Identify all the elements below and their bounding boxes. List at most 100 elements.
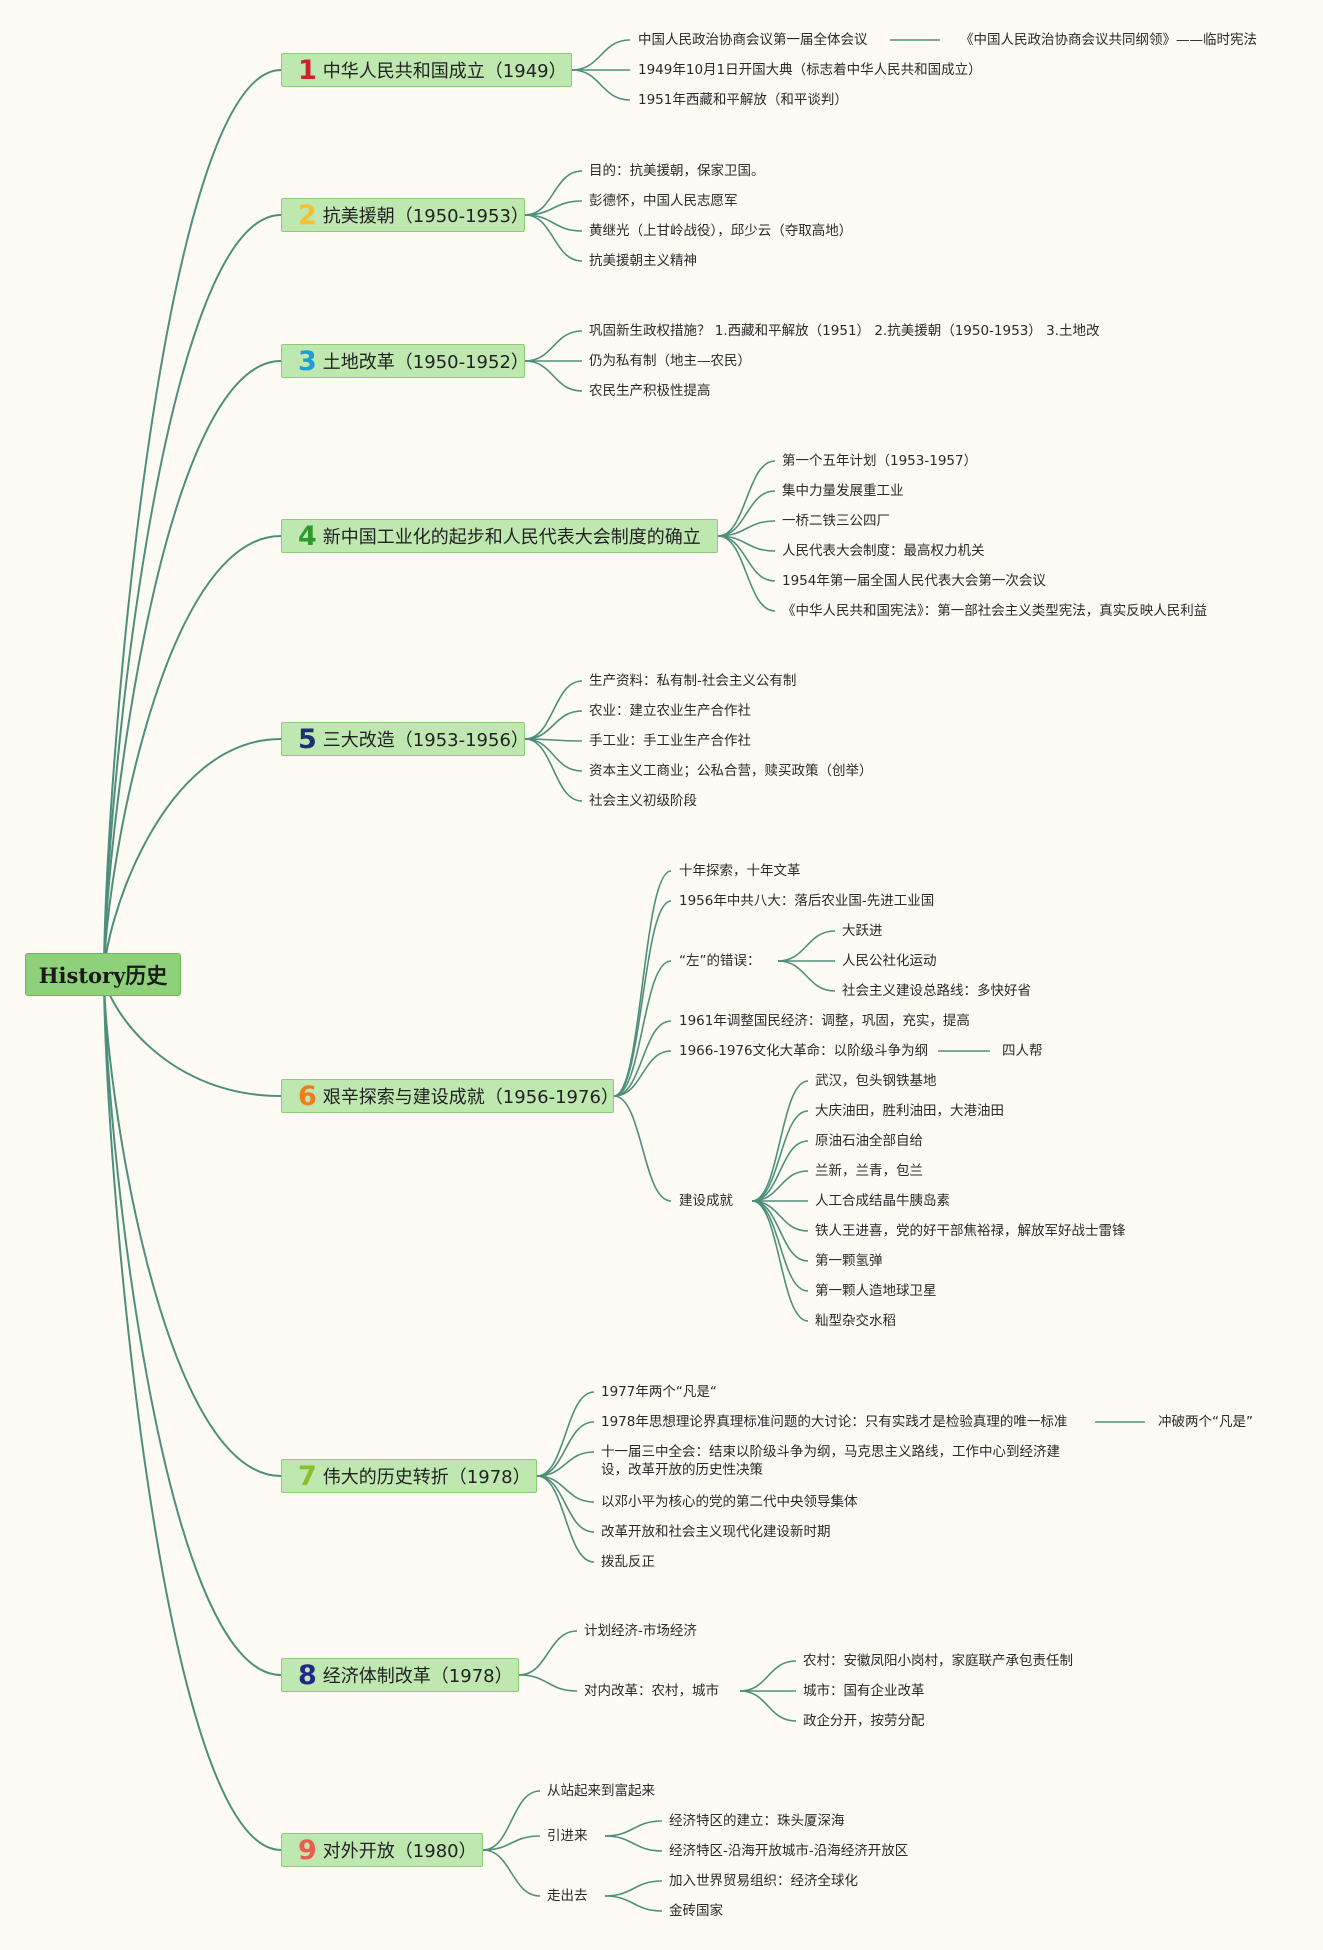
topic-3[interactable]: 3 土地改革（1950-1952）	[281, 344, 529, 378]
leaf: 城市：国有企业改革	[803, 1683, 925, 1699]
leaf: 改革开放和社会主义现代化建设新时期	[601, 1524, 831, 1540]
leaf: 抗美援朝主义精神	[589, 253, 697, 269]
leaf: 籼型杂交水稻	[815, 1313, 896, 1329]
connector	[717, 535, 776, 612]
connector	[482, 1849, 541, 1897]
leaf: 农民生产积极性提高	[589, 383, 711, 399]
connector	[571, 39, 631, 71]
connector	[524, 360, 583, 392]
leaf: 目的：抗美援朝，保家卫国。	[589, 163, 765, 179]
leaf: 第一颗人造地球卫星	[815, 1283, 937, 1299]
connector	[103, 69, 282, 976]
topic-7[interactable]: 7 伟大的历史转折（1978）	[281, 1459, 537, 1493]
leaf: 农村：安徽凤阳小岗村，家庭联产承包责任制	[803, 1653, 1073, 1669]
connector	[536, 1391, 595, 1477]
leaf: 1951年西藏和平解放（和平谈判）	[638, 92, 848, 108]
leaf: 建设成就	[679, 1193, 733, 1209]
connector	[739, 1660, 797, 1692]
topic-title: 抗美援朝（1950-1953）	[322, 206, 529, 227]
connector	[717, 490, 776, 537]
topic-title: 对外开放（1980）	[322, 1841, 477, 1862]
topic-8[interactable]: 8 经济体制改革（1978）	[281, 1658, 519, 1692]
connector	[536, 1475, 595, 1503]
leaf: 四人帮	[1002, 1043, 1043, 1059]
leaf: 1977年两个“凡是“	[601, 1384, 717, 1400]
connector	[571, 69, 631, 101]
topic-9[interactable]: 9 对外开放（1980）	[281, 1833, 483, 1867]
leaf: 《中国人民政治协商会议共同纲领》——临时宪法	[960, 32, 1257, 48]
leaf: 社会主义初级阶段	[589, 793, 697, 809]
leaf: 大跃进	[842, 923, 883, 939]
leaf: 农业：建立农业生产合作社	[589, 703, 751, 719]
connector	[613, 1050, 672, 1097]
leaf: 1978年思想理论界真理标准问题的大讨论：只有实践才是检验真理的唯一标准	[601, 1414, 1068, 1430]
leaf: 经济特区的建立：珠头厦深海	[669, 1813, 845, 1829]
topic-title: 三大改造（1953-1956）	[322, 730, 529, 751]
topic-4[interactable]: 4 新中国工业化的起步和人民代表大会制度的确立	[281, 519, 718, 553]
leaf: 原油石油全部自给	[815, 1133, 923, 1149]
leaf: 1954年第一届全国人民代表大会第一次会议	[782, 573, 1046, 589]
leaf: 第一个五年计划（1953-1957）	[782, 453, 978, 469]
leaf: 走出去	[547, 1888, 588, 1904]
leaf: 集中力量发展重工业	[782, 483, 904, 499]
connector	[751, 1200, 809, 1262]
topic-title: 土地改革（1950-1952）	[322, 352, 529, 373]
connector	[777, 930, 836, 962]
topic-2[interactable]: 2 抗美援朝（1950-1953）	[281, 198, 529, 232]
topic-1[interactable]: 1 中华人民共和国成立（1949）	[281, 53, 572, 87]
connector	[536, 1421, 595, 1477]
leaf: 《中华人民共和国宪法》：第一部社会主义类型宪法，真实反映人民利益	[782, 603, 1208, 619]
topic-number: 6	[298, 1080, 317, 1112]
topic-number: 2	[298, 199, 317, 231]
connector	[103, 974, 282, 1477]
leaf: 彭德怀，中国人民志愿军	[589, 193, 738, 209]
connector	[751, 1170, 809, 1202]
topic-title: 伟大的历史转折（1978）	[322, 1467, 531, 1488]
leaf: 十一届三中全会：结束以阶级斗争为纲，马克思主义路线，工作中心到经济建设，改革开放…	[601, 1444, 1060, 1478]
leaf: 1966-1976文化大革命：以阶级斗争为纲	[679, 1043, 929, 1059]
topic-5[interactable]: 5 三大改造（1953-1956）	[281, 722, 529, 756]
connector	[751, 1200, 809, 1322]
leaf: 引进来	[547, 1828, 588, 1844]
connector	[524, 738, 583, 802]
topic-number: 4	[298, 520, 317, 552]
connector	[613, 1095, 672, 1202]
topic-title: 经济体制改革（1978）	[322, 1666, 513, 1687]
leaf: 1949年10月1日开国大典（标志着中华人民共和国成立）	[638, 62, 982, 78]
leaf: 1961年调整国民经济：调整，巩固，充实，提高	[679, 1013, 970, 1029]
connector	[604, 1895, 663, 1912]
topic-title: 中华人民共和国成立（1949）	[322, 61, 567, 82]
leaf: 铁人王进喜，党的好干部焦裕禄，解放军好战士雷锋	[815, 1223, 1126, 1239]
connector	[613, 870, 672, 1097]
connector	[103, 360, 282, 976]
root-node[interactable]: History历史	[25, 953, 181, 996]
leaf: 1956年中共八大：落后农业国-先进工业国	[679, 893, 935, 909]
leaf: 加入世界贸易组织：经济全球化	[669, 1873, 858, 1889]
connector	[613, 900, 672, 1097]
connector	[482, 1835, 541, 1851]
leaf: 十年探索，十年文革	[679, 863, 801, 879]
leaf: 对内改革：农村，城市	[584, 1683, 719, 1699]
leaf: 一桥二铁三公四厂	[782, 513, 890, 529]
connector	[536, 1475, 595, 1563]
connector	[751, 1140, 809, 1202]
connector	[524, 710, 583, 740]
connector	[604, 1820, 663, 1837]
leaf: 人民代表大会制度：最高权力机关	[782, 543, 985, 559]
topic-title: 新中国工业化的起步和人民代表大会制度的确立	[322, 527, 701, 548]
leaf: 从站起来到富起来	[547, 1783, 655, 1799]
connector	[103, 738, 282, 976]
leaf: 生产资料：私有制-社会主义公有制	[589, 673, 797, 689]
topic-6[interactable]: 6 艰辛探索与建设成就（1956-1976）	[281, 1079, 619, 1113]
leaf: 社会主义建设总路线：多快好省	[842, 983, 1031, 999]
leaf: “左”的错误：	[679, 953, 761, 969]
leaf: 仍为私有制（地主—农民）	[589, 353, 751, 369]
connector	[536, 1475, 595, 1533]
connector	[739, 1690, 797, 1722]
leaf: 黄继光（上甘岭战役），邱少云（夺取高地）	[589, 223, 853, 239]
connector	[751, 1200, 809, 1292]
connector	[103, 974, 282, 1851]
connector	[482, 1790, 541, 1851]
leaf: 资本主义工商业；公私合营，赎买政策（创举）	[589, 763, 873, 779]
